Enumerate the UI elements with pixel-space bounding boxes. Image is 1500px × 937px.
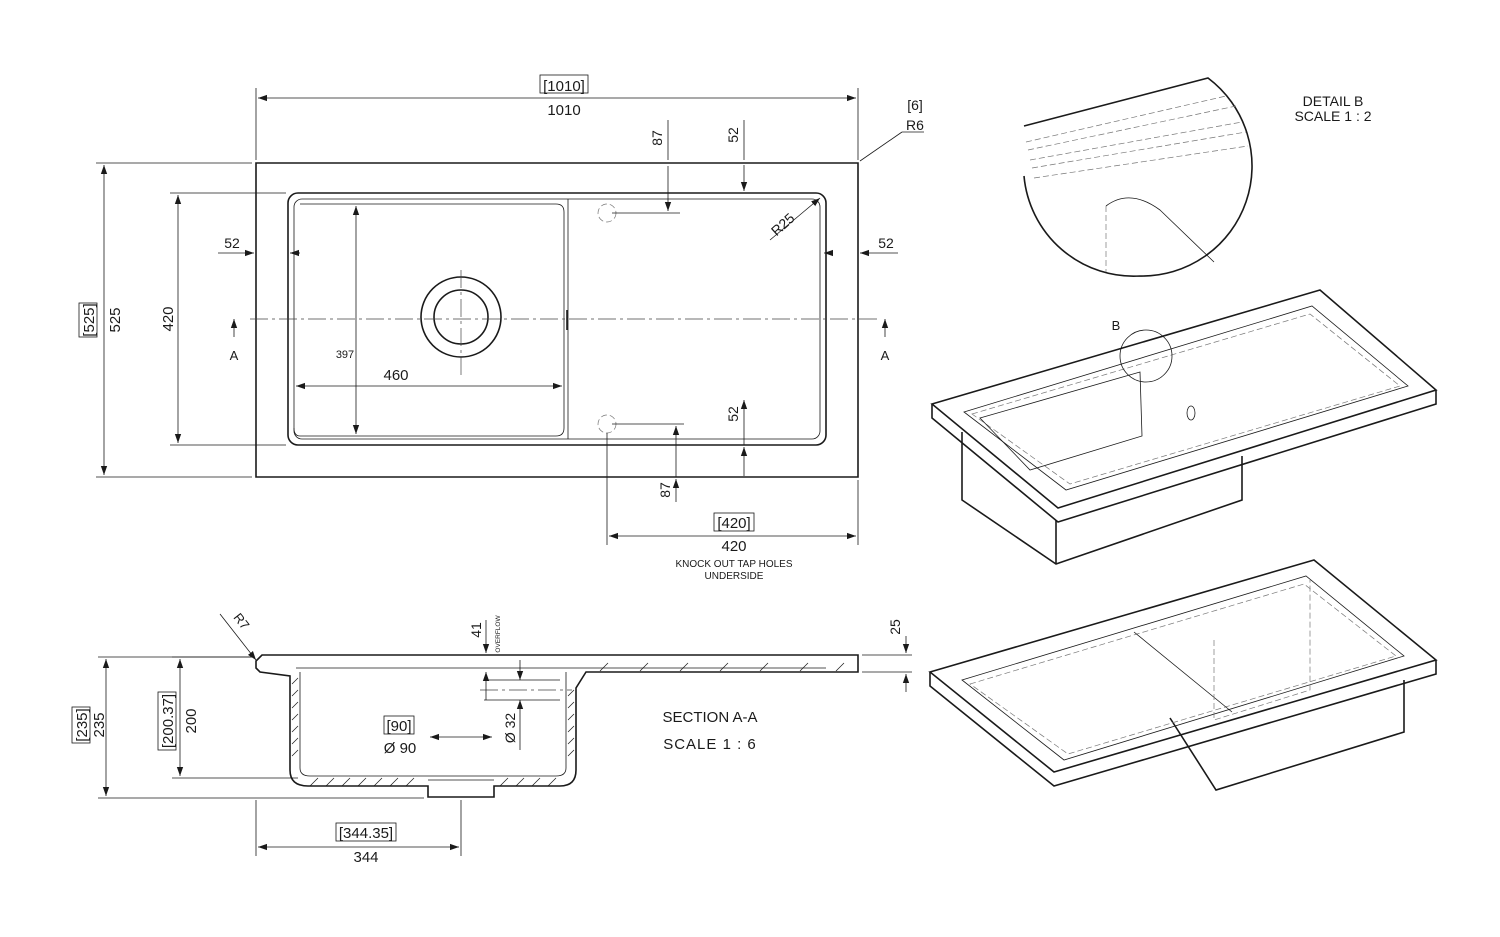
bowl-width: 460 xyxy=(383,367,408,384)
tap-hole-span-ref: [420] xyxy=(717,515,750,532)
sink-outline xyxy=(255,162,859,478)
waste-diameter: Ø 90 xyxy=(384,740,417,757)
total-height-ref: [235] xyxy=(74,708,91,741)
detail-scale: SCALE 1 : 2 xyxy=(1294,108,1371,124)
overall-width-ref: [1010] xyxy=(543,78,585,95)
section-bowl-width: 344 xyxy=(353,849,378,866)
iso-bottom-outline xyxy=(928,559,1438,773)
hatching xyxy=(291,662,845,787)
section-view: R7 41 OVERFLOW Ø 32 25 [235] 235 [200.37… xyxy=(71,610,912,866)
bowl-depth: 420 xyxy=(160,306,177,331)
isometric-top: B xyxy=(930,289,1438,565)
detail-callout: B xyxy=(1112,318,1121,333)
section-marker-left: A xyxy=(230,348,239,363)
overall-depth-ref: [525] xyxy=(81,303,98,336)
section-title: SECTION A-A xyxy=(662,709,757,726)
top-view: A A [1010] 1010 [6] R6 87 52 R25 52 xyxy=(78,74,924,582)
tap-hole-offset-bottom: 87 xyxy=(657,482,673,498)
section-profile xyxy=(255,654,859,798)
bowl-height: 200 xyxy=(183,708,200,733)
tap-hole-offset-top: 87 xyxy=(649,130,665,146)
isometric-underside xyxy=(928,559,1438,791)
overall-width: 1010 xyxy=(547,102,580,119)
total-height: 235 xyxy=(91,712,108,737)
bowl-height-ref: [200.37] xyxy=(160,694,177,748)
section-scale: SCALE 1 : 6 xyxy=(663,736,757,753)
bowl-inner-depth: 397 xyxy=(336,349,354,361)
inner-radius: R25 xyxy=(768,210,798,239)
corner-radius-ref: [6] xyxy=(907,97,923,113)
bowl-outline xyxy=(293,203,565,437)
corner-radius: R6 xyxy=(906,117,924,133)
bowl-width-ref: [344.35] xyxy=(339,825,393,842)
detail-callout-circle xyxy=(1119,329,1173,383)
knock-out-note: KNOCK OUT TAP HOLES xyxy=(675,559,792,570)
detail-view: DETAIL B SCALE 1 : 2 xyxy=(1023,77,1372,277)
section-marker-right: A xyxy=(881,348,890,363)
rim-right: 52 xyxy=(878,235,894,251)
overflow-diameter: Ø 32 xyxy=(502,713,518,744)
drainer-thickness: 25 xyxy=(887,619,903,635)
detail-outline xyxy=(1023,77,1253,277)
overflow-label: OVERFLOW xyxy=(495,615,502,653)
knock-out-note-2: UNDERSIDE xyxy=(705,571,764,582)
tap-hole-span: 420 xyxy=(721,538,746,555)
overflow-height: 41 xyxy=(468,622,484,638)
rim-left: 52 xyxy=(224,235,240,251)
rim-bottom: 52 xyxy=(725,406,741,422)
waste-diameter-ref: [90] xyxy=(386,718,411,735)
rim-top: 52 xyxy=(725,127,741,143)
overall-depth: 525 xyxy=(107,307,124,332)
rim-radius: R7 xyxy=(231,610,253,632)
detail-title: DETAIL B xyxy=(1303,93,1364,109)
